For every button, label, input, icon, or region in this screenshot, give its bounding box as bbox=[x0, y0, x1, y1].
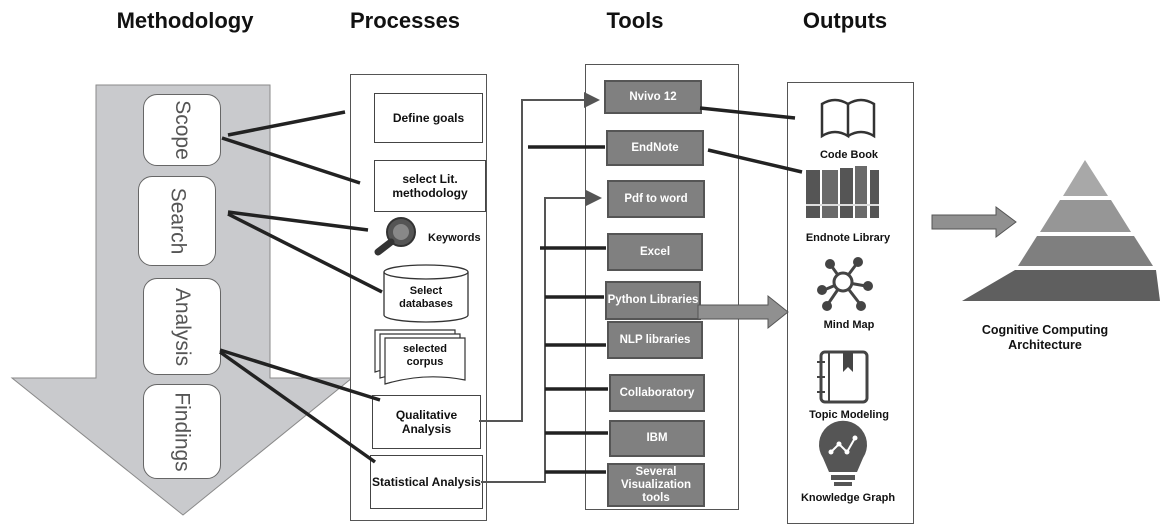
output-knowledge-graph: Knowledge Graph bbox=[800, 492, 896, 504]
tool-excel: Excel bbox=[607, 233, 703, 271]
define-goals-box: Define goals bbox=[374, 93, 483, 143]
output-code-book: Code Book bbox=[819, 149, 879, 161]
qualitative-analysis-box: Qualitative Analysis bbox=[372, 395, 481, 449]
tool-nvivo: Nvivo 12 bbox=[604, 80, 702, 114]
statistical-analysis-box: Statistical Analysis bbox=[370, 455, 483, 509]
tool-endnote: EndNote bbox=[606, 130, 704, 166]
tools-header: Tools bbox=[606, 8, 664, 33]
outputs-header: Outputs bbox=[802, 8, 888, 33]
methodology-analysis: Analysis bbox=[143, 278, 221, 375]
tool-visualization: Several Visualization tools bbox=[607, 463, 705, 507]
select-databases-label: Select databases bbox=[399, 285, 453, 310]
tool-python-libraries: Python Libraries bbox=[605, 281, 701, 320]
output-endnote-library: Endnote Library bbox=[805, 232, 891, 244]
select-lit-methodology-box: select Lit. methodology bbox=[374, 160, 486, 212]
architecture-label: Cognitive Computing Architecture bbox=[981, 323, 1109, 352]
processes-header: Processes bbox=[349, 8, 461, 33]
methodology-header: Methodology bbox=[116, 8, 254, 33]
output-topic-modeling: Topic Modeling bbox=[809, 409, 889, 421]
keywords-label: Keywords bbox=[428, 232, 481, 244]
methodology-scope: Scope bbox=[143, 94, 221, 166]
tool-pdf-to-word: Pdf to word bbox=[607, 180, 705, 218]
output-mind-map: Mind Map bbox=[823, 319, 875, 331]
tool-nlp-libraries: NLP libraries bbox=[607, 321, 703, 359]
tool-collaboratory: Collaboratory bbox=[609, 374, 705, 412]
methodology-findings: Findings bbox=[143, 384, 221, 479]
tool-ibm: IBM bbox=[609, 420, 705, 457]
selected-corpus-label: selected corpus bbox=[402, 343, 448, 368]
methodology-search: Search bbox=[138, 176, 216, 266]
